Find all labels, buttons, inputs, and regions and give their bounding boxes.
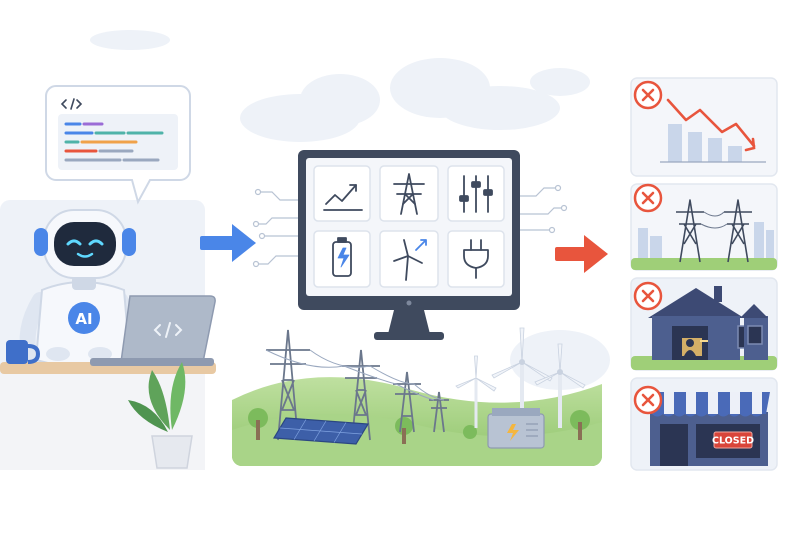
battery-storage-unit bbox=[487, 408, 545, 449]
coffee-mug bbox=[6, 340, 41, 364]
blue-arrow bbox=[200, 224, 256, 262]
tile-turbine bbox=[379, 230, 439, 288]
solar-panels bbox=[272, 417, 370, 445]
outcome-power-lines bbox=[630, 183, 778, 271]
outcome-declining-chart bbox=[630, 77, 778, 177]
chest-badge bbox=[68, 302, 100, 334]
circuit-traces bbox=[252, 184, 568, 268]
outcome-closed-shop: CLOSED bbox=[630, 377, 778, 471]
battery-bolt-icon bbox=[332, 237, 352, 277]
code-speech-bubble bbox=[45, 85, 191, 205]
wind-turbine-icon bbox=[393, 239, 427, 281]
potted-plant bbox=[128, 362, 193, 469]
monitor-tile-grid bbox=[313, 165, 505, 288]
fail-x-icon bbox=[633, 281, 663, 311]
tile-trend bbox=[313, 165, 371, 222]
code-lines bbox=[64, 122, 164, 162]
wind-turbines bbox=[455, 327, 586, 432]
outcome-dark-house bbox=[630, 277, 778, 371]
laptop bbox=[90, 295, 216, 366]
robot-section: AI bbox=[0, 85, 216, 470]
fail-x-icon bbox=[633, 80, 663, 110]
closed-sign bbox=[713, 431, 753, 449]
code-tag-icon bbox=[60, 98, 83, 110]
fail-x-icon bbox=[633, 183, 663, 213]
power-plug-icon bbox=[463, 239, 489, 279]
robot-visor bbox=[54, 222, 116, 266]
transmission-towers bbox=[265, 329, 449, 441]
sliders-icon bbox=[459, 175, 493, 213]
shop-awning bbox=[648, 392, 770, 417]
tile-plug bbox=[447, 230, 505, 288]
tile-battery bbox=[313, 230, 371, 288]
red-arrow bbox=[555, 235, 608, 273]
transmission-tower-icon bbox=[393, 173, 425, 215]
chest-label: AI bbox=[75, 310, 92, 328]
trend-line-icon bbox=[323, 184, 363, 211]
code-tag-icon bbox=[153, 322, 183, 338]
robot: AI bbox=[19, 209, 140, 368]
fail-x-icon bbox=[633, 385, 663, 415]
closed-sign-label: CLOSED bbox=[712, 436, 754, 447]
